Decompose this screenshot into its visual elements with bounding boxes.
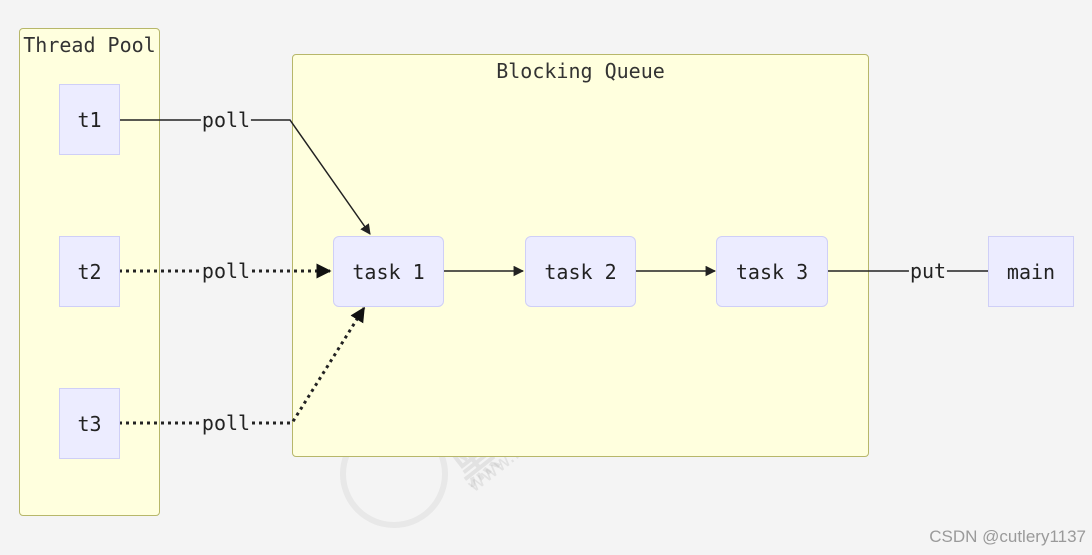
edge-label-main-put: put bbox=[908, 259, 948, 283]
thread-pool-title: Thread Pool bbox=[23, 33, 156, 57]
blocking-queue-title: Blocking Queue bbox=[496, 59, 665, 83]
node-task-1: task 1 bbox=[333, 236, 444, 307]
node-main: main bbox=[988, 236, 1074, 307]
edge-label-t1-poll: poll bbox=[200, 108, 252, 132]
node-t2: t2 bbox=[59, 236, 120, 307]
node-task-3: task 3 bbox=[716, 236, 828, 307]
edge-label-t2-poll: poll bbox=[200, 259, 252, 283]
edge-t1-task1 bbox=[119, 119, 371, 235]
csdn-credit: CSDN @cutlery1137 bbox=[929, 527, 1086, 546]
node-t1: t1 bbox=[59, 84, 120, 155]
node-task-2: task 2 bbox=[525, 236, 636, 307]
edge-label-t3-poll: poll bbox=[200, 411, 252, 435]
node-t3: t3 bbox=[59, 388, 120, 459]
edge-t3-task1 bbox=[119, 306, 366, 425]
